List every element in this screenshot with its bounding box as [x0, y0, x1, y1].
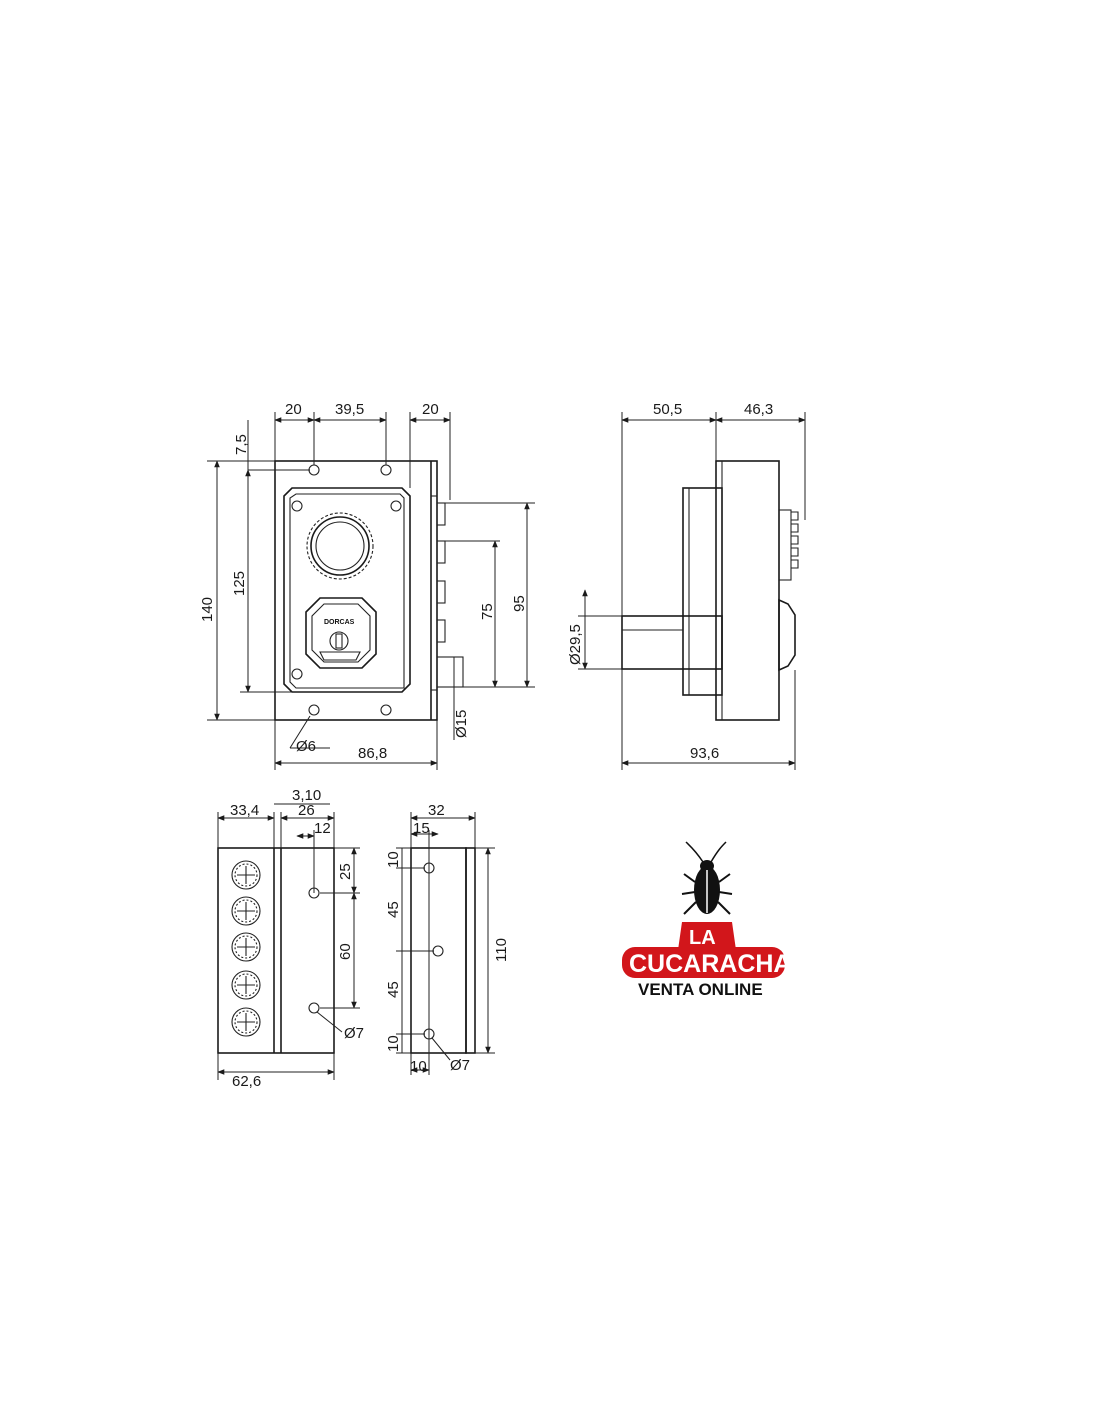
- mount-hole: [380, 464, 392, 476]
- dim-keeper-left-25: 25: [337, 863, 354, 880]
- dim-keeper-left-c: 26: [298, 802, 315, 819]
- bolts: [431, 495, 464, 691]
- dim-height-total: 140: [199, 597, 216, 622]
- dim-top-mid: 39,5: [335, 401, 364, 418]
- cylinder-brand: DORCAS: [324, 619, 355, 626]
- dim-right-95: 95: [511, 595, 528, 612]
- dim-keeper-right-b: 15: [413, 820, 430, 837]
- front-casing: [283, 487, 411, 693]
- dim-keeper-left-b: 3,10: [292, 787, 321, 804]
- dim-keeper-left-60: 60: [337, 943, 354, 960]
- dim-keeper-left-a: 33,4: [230, 802, 259, 819]
- front-plate: [274, 460, 438, 721]
- dim-keeper-right-height: 110: [493, 938, 510, 962]
- side-view: 50,5 46,3 Ø29,5 93,6: [567, 401, 806, 770]
- logo-line1: LA: [689, 927, 716, 949]
- dim-height-inner: 125: [231, 571, 248, 596]
- dim-side-top-right: 46,3: [744, 401, 773, 418]
- dim-keeper-right-45-a: 45: [385, 901, 402, 918]
- dim-width-total: 86,8: [358, 745, 387, 762]
- dim-side-top-left: 50,5: [653, 401, 682, 418]
- keeper-right: 32 15 10 45 45 10 110 10 Ø7: [385, 802, 510, 1075]
- dim-cylinder-diameter: Ø29,5: [567, 624, 584, 665]
- dim-left-small: 7,5: [233, 434, 250, 455]
- dim-keeper-right-a: 32: [428, 802, 445, 819]
- front-view: DORCAS 20 39,5 20 7,5: [199, 401, 535, 770]
- mount-hole: [308, 704, 320, 716]
- keeper-left: 33,4 3,10 26 12 25 60 Ø7 62,6: [217, 787, 364, 1090]
- side-cylinder: [621, 615, 723, 670]
- logo-line2: CUCARACHA: [629, 950, 792, 978]
- bolt-holes: [231, 860, 261, 1037]
- dim-keeper-left-bottom: 62,6: [232, 1073, 261, 1090]
- logo-badge: [622, 947, 785, 978]
- gear-icon: [778, 509, 799, 581]
- mount-hole: [380, 704, 392, 716]
- logo-badge-top: [678, 922, 736, 950]
- cylinder-icon: DORCAS: [305, 597, 377, 669]
- side-thumbturn: [778, 598, 796, 672]
- dim-keeper-left-d: 12: [314, 820, 331, 837]
- logo: LA CUCARACHA VENTA ONLINE: [622, 841, 792, 999]
- knob-icon: [306, 512, 374, 580]
- dim-hole-diameter: Ø6: [296, 738, 316, 755]
- dim-top-left: 20: [285, 401, 302, 418]
- dim-keeper-right-bottom: 10: [410, 1058, 427, 1075]
- dim-keeper-right-45-b: 45: [385, 981, 402, 998]
- cockroach-icon: [681, 841, 733, 915]
- mount-hole: [308, 464, 320, 476]
- dim-keeper-right-10-top: 10: [385, 851, 402, 868]
- dim-bolt-diameter: Ø15: [453, 710, 470, 738]
- dim-right-75: 75: [479, 603, 496, 620]
- logo-line3: VENTA ONLINE: [638, 980, 763, 999]
- dim-keeper-right-hole: Ø7: [450, 1057, 470, 1074]
- dim-keeper-right-10-bottom: 10: [385, 1035, 402, 1052]
- dim-keeper-left-hole: Ø7: [344, 1025, 364, 1042]
- dim-top-right: 20: [422, 401, 439, 418]
- dim-side-width-total: 93,6: [690, 745, 719, 762]
